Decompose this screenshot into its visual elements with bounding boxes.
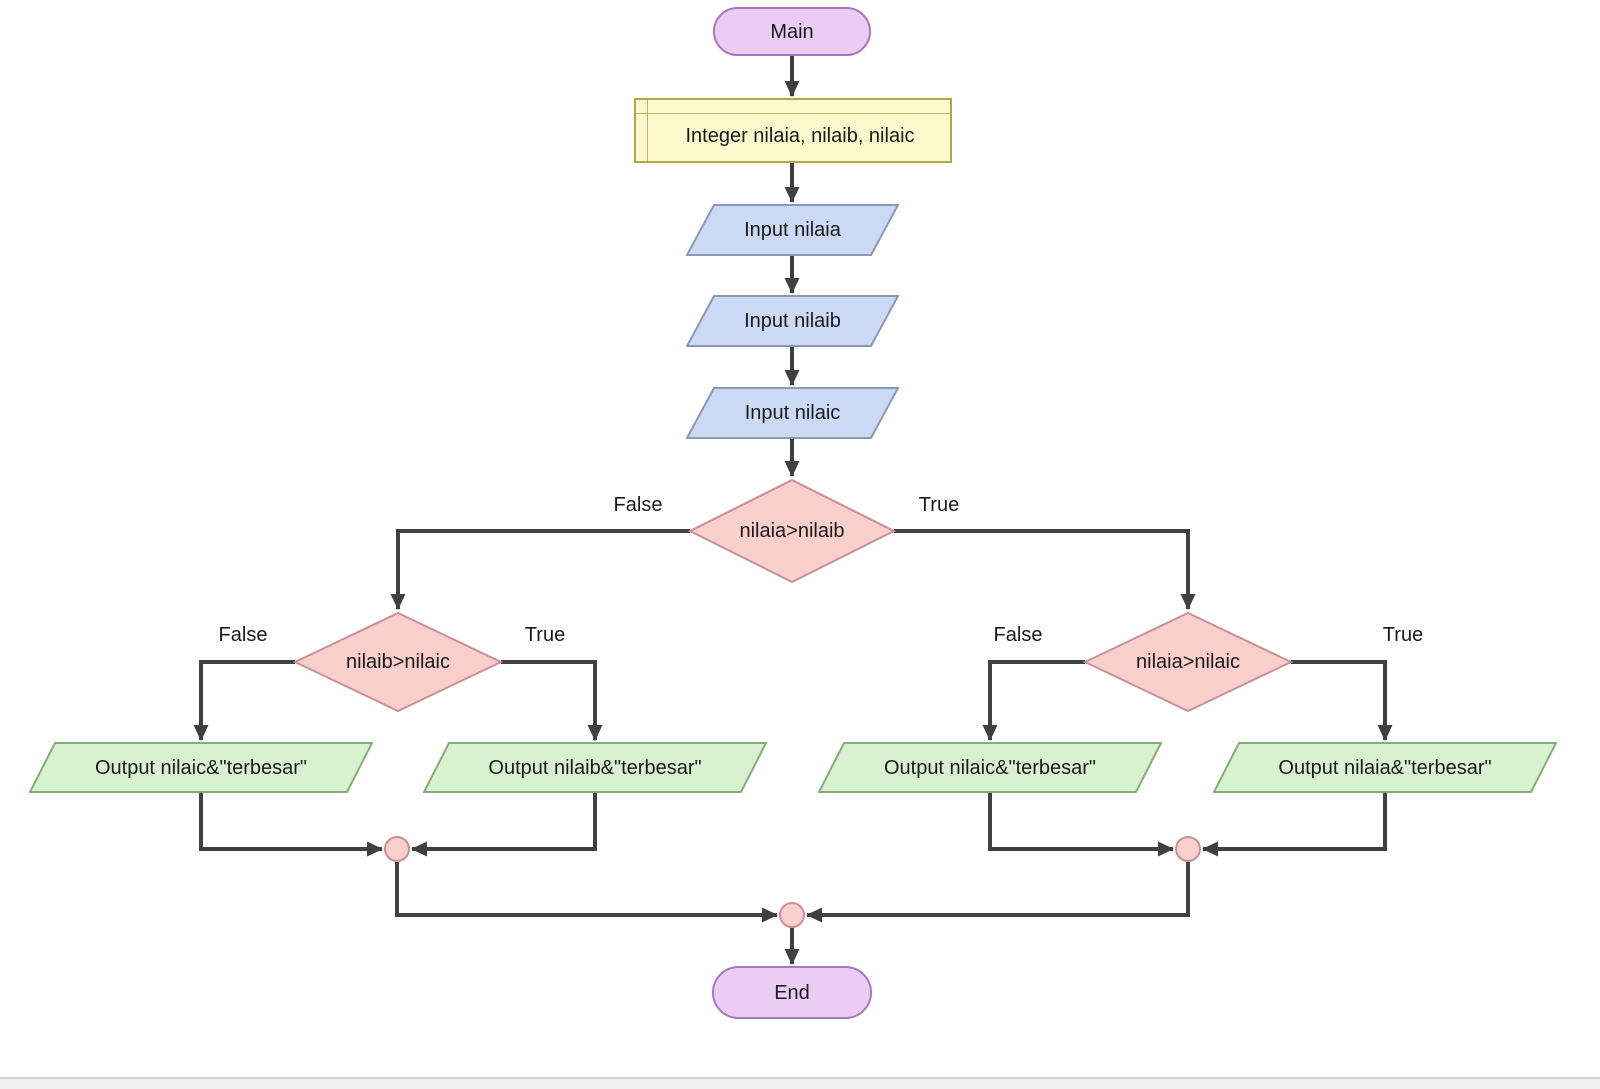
output-parallelogram-shape — [818, 742, 1162, 793]
decision-ab-true-label: True — [918, 494, 960, 516]
input-nilaib-label: Input nilaib — [744, 310, 841, 332]
edge-merge-right-center — [806, 862, 1190, 923]
input-nilaia-node: Input nilaia — [686, 204, 899, 256]
decision-ac-true-label: True — [1382, 624, 1424, 646]
decision-bc-label: nilaib>nilaic — [346, 651, 450, 673]
edge-decision-bc-false — [193, 660, 295, 741]
input-nilaib-node: Input nilaib — [686, 295, 899, 347]
merge-circle-center — [779, 902, 805, 928]
output-nilaib-node: Output nilaib&"terbesar" — [423, 742, 767, 793]
decision-diamond-shape — [1083, 611, 1293, 713]
decision-ab-node: nilaia>nilaib — [688, 478, 896, 584]
decision-bc-false-label: False — [218, 624, 268, 646]
edge-decision-ac-false — [982, 660, 1085, 741]
declare-label: Integer nilaia, nilaib, nilaic — [685, 124, 915, 147]
declare-top-rule — [636, 113, 950, 114]
decision-diamond-shape — [688, 478, 896, 584]
output-parallelogram-shape — [29, 742, 373, 793]
end-terminal-node: End — [712, 966, 872, 1019]
declare-left-rule — [647, 100, 648, 161]
input-nilaia-label: Input nilaia — [744, 219, 841, 241]
decision-bc-node: nilaib>nilaic — [293, 611, 503, 713]
edge-output2-merge-left — [411, 793, 597, 857]
edge-decision-ab-false — [390, 529, 690, 610]
decision-bc-true-label: True — [524, 624, 566, 646]
output-nilaia-label: Output nilaia&"terbesar" — [1278, 756, 1492, 779]
decision-diamond-shape — [293, 611, 503, 713]
output-parallelogram-shape — [423, 742, 767, 793]
edge-decision-bc-true — [501, 660, 603, 741]
output-nilaic-left-node: Output nilaic&"terbesar" — [29, 742, 373, 793]
output-parallelogram-shape — [1213, 742, 1557, 793]
edge-decision-ab-true — [894, 529, 1196, 610]
merge-circle-right — [1175, 836, 1201, 862]
input-parallelogram-shape — [686, 295, 899, 347]
horizontal-scrollbar[interactable] — [0, 1077, 1600, 1089]
input-nilaic-node: Input nilaic — [686, 387, 899, 439]
decision-ac-label: nilaia>nilaic — [1136, 651, 1240, 673]
edge-output4-merge-right — [1202, 793, 1387, 857]
edge-decision-ac-true — [1291, 660, 1393, 741]
decision-ac-false-label: False — [993, 624, 1043, 646]
merge-circle-left — [384, 836, 410, 862]
output-nilaic-right-label: Output nilaic&"terbesar" — [883, 756, 1097, 779]
declare-node: Integer nilaia, nilaib, nilaic — [634, 98, 952, 163]
edge-output3-merge-right — [988, 793, 1174, 857]
decision-ac-node: nilaia>nilaic — [1083, 611, 1293, 713]
output-nilaic-left-label: Output nilaic&"terbesar" — [94, 756, 308, 779]
start-terminal-node: Main — [713, 7, 871, 56]
output-nilaic-right-node: Output nilaic&"terbesar" — [818, 742, 1162, 793]
decision-ab-label: nilaia>nilaib — [739, 520, 845, 542]
input-parallelogram-shape — [686, 204, 899, 256]
input-nilaic-label: Input nilaic — [744, 402, 841, 424]
start-terminal-label: Main — [770, 20, 814, 43]
edge-merge-left-center — [395, 862, 778, 923]
input-parallelogram-shape — [686, 387, 899, 439]
output-nilaib-label: Output nilaib&"terbesar" — [488, 756, 702, 779]
end-terminal-label: End — [774, 981, 810, 1004]
output-nilaia-node: Output nilaia&"terbesar" — [1213, 742, 1557, 793]
edge-output1-merge-left — [199, 793, 383, 857]
decision-ab-false-label: False — [613, 494, 663, 516]
